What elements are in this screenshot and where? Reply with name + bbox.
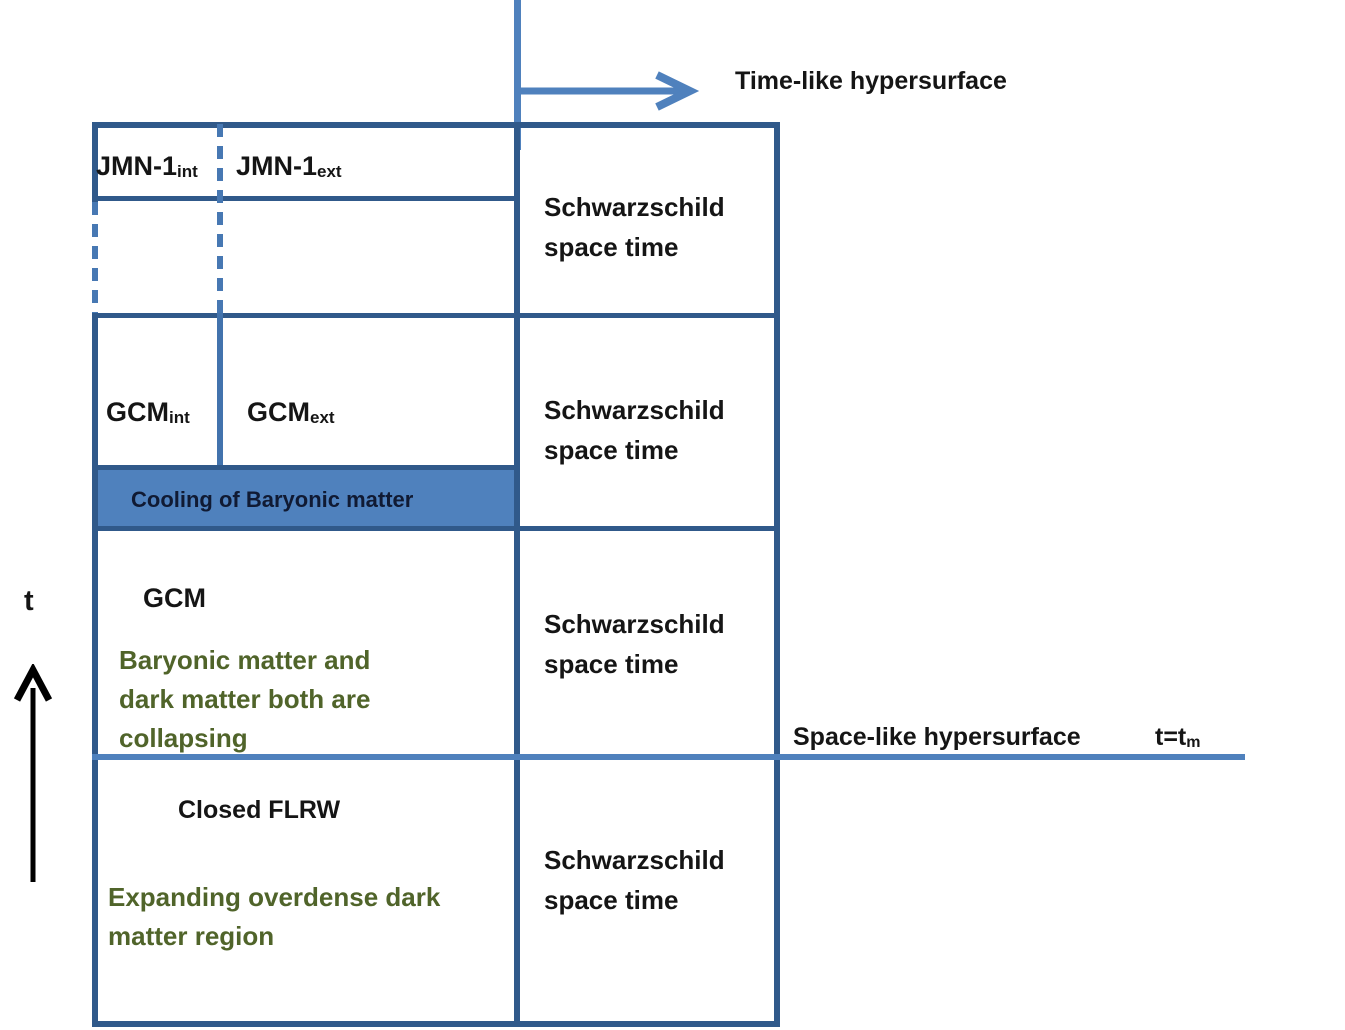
cell-schwarzschild-4: Schwarzschild space time [544, 845, 725, 915]
int-ext-divider-dashed [217, 124, 223, 313]
cell-schwarzschild-1: Schwarzschild space time [544, 192, 725, 262]
table-border-bottom [92, 1021, 780, 1027]
cell-jmn1-int-label: JMN-1int [96, 151, 198, 181]
cell-schwarzschild-3: Schwarzschild space time [544, 609, 725, 679]
time-axis-arrow-icon [518, 71, 700, 111]
t-axis-label: t [24, 585, 34, 617]
time-like-hypersurface-label: Time-like hypersurface [735, 67, 1007, 95]
cell-gcm-int-label: GCMint [106, 397, 190, 427]
cell-closed-flrw-label: Closed FLRW [178, 796, 341, 824]
row-divider-bar-bottom [92, 526, 780, 531]
row-divider-jmn-band [92, 196, 520, 201]
table-border-top [92, 122, 780, 128]
cell-flrw-note: Expanding overdense dark matter region [108, 882, 441, 951]
cell-jmn1-ext-label: JMN-1ext [236, 151, 342, 181]
space-like-time-value: t=tm [1155, 723, 1201, 751]
cooling-bar [92, 465, 520, 531]
row-divider-bar-top [92, 465, 520, 470]
cell-gcm-note: Baryonic matter and dark matter both are… [119, 645, 371, 753]
cell-gcm-ext-label: GCMext [247, 397, 335, 427]
row-divider-jmn-gcm [92, 313, 780, 318]
cooling-bar-label: Cooling of Baryonic matter [131, 487, 414, 512]
table-border-right [774, 122, 780, 1027]
time-axis-line [514, 0, 521, 150]
matching-surface-column-divider [514, 122, 520, 1027]
table-border-left-upper [92, 122, 98, 202]
space-like-hypersurface-line [92, 754, 1245, 760]
t-axis-arrow-icon [13, 664, 53, 882]
table-border-left-dashed [92, 202, 98, 313]
cell-schwarzschild-2: Schwarzschild space time [544, 395, 725, 465]
int-ext-divider-solid [217, 313, 223, 465]
table-border-left-lower [92, 313, 98, 1027]
space-like-hypersurface-label: Space-like hypersurface [793, 723, 1081, 751]
cell-gcm-label: GCM [143, 583, 206, 613]
